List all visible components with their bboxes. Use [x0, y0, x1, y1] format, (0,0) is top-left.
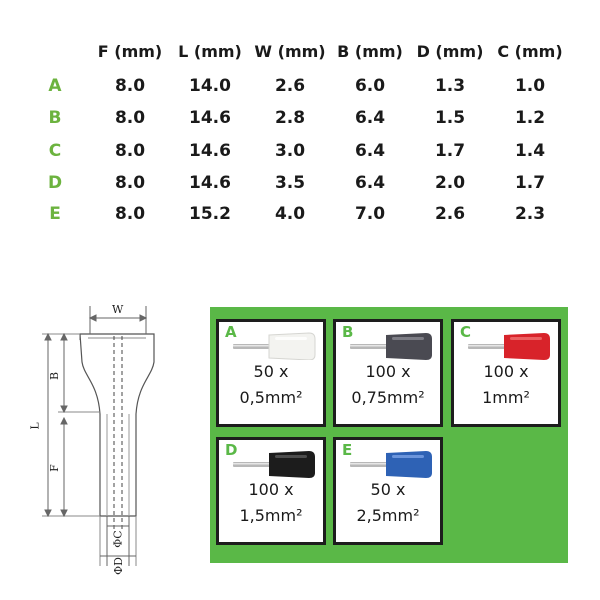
dim-label-d: ΦD: [111, 557, 125, 575]
table-cell: 1.0: [514, 76, 546, 96]
table-cell: 6.0: [354, 76, 386, 96]
table-cell: 3.5: [274, 173, 306, 193]
dim-label-b: B: [48, 371, 62, 381]
dim-label-c: ΦC: [111, 530, 125, 548]
table-cell: 4.0: [274, 204, 306, 224]
table-cell: 6.4: [354, 173, 386, 193]
blue-ferrule-icon: [350, 451, 432, 478]
table-cell: 8.0: [114, 141, 146, 161]
table-cell: 2.8: [274, 108, 306, 128]
table-cell: 3.0: [274, 141, 306, 161]
product-letter: D: [225, 441, 238, 459]
table-cell: 2.0: [434, 173, 466, 193]
header-b: B (mm): [337, 42, 403, 61]
product-size: 0,5mm²: [239, 388, 303, 407]
table-cell: 8.0: [114, 204, 146, 224]
table-cell: 2.6: [434, 204, 466, 224]
spec-table: F (mm) L (mm) W (mm) B (mm) D (mm) C (mm…: [0, 0, 600, 240]
table-cell: 1.5: [434, 108, 466, 128]
table-cell: 6.4: [354, 108, 386, 128]
table-cell: 8.0: [114, 108, 146, 128]
product-quantity: 100 x: [248, 480, 294, 499]
product-letter: B: [342, 323, 354, 341]
table-cell: 1.3: [434, 76, 466, 96]
product-size: 2,5mm²: [356, 506, 420, 525]
table-cell: 6.4: [354, 141, 386, 161]
product-size: 1mm²: [482, 388, 530, 407]
table-cell: 14.6: [189, 173, 231, 193]
white-ferrule-icon: [233, 332, 316, 360]
product-tile-b: B 100 x 0,75mm²: [333, 319, 443, 427]
ferrule-dimension-drawing: W L B F ΦC ΦD: [28, 294, 188, 584]
product-quantity: 50 x: [370, 480, 406, 499]
table-cell: 1.2: [514, 108, 546, 128]
product-quantity: 100 x: [365, 362, 411, 381]
row-label: D: [47, 173, 63, 193]
dim-label-f: F: [47, 464, 61, 472]
black-ferrule-icon: [233, 451, 315, 478]
grey-ferrule-icon: [350, 333, 432, 360]
product-letter: A: [225, 323, 237, 341]
table-cell: 14.6: [189, 141, 231, 161]
product-letter: E: [342, 441, 353, 459]
product-tile-a: A 50 x 0,5mm²: [216, 319, 326, 427]
dim-label-l: L: [28, 422, 42, 430]
product-quantity: 100 x: [483, 362, 529, 381]
product-letter: C: [460, 323, 472, 341]
table-cell: 14.6: [189, 108, 231, 128]
header-d: D (mm): [416, 42, 484, 61]
product-tile-e: E 50 x 2,5mm²: [333, 437, 443, 545]
product-tile-c: C 100 x 1mm²: [451, 319, 561, 427]
row-label: A: [48, 76, 62, 96]
product-tile-d: D 100 x 1,5mm²: [216, 437, 326, 545]
row-label: C: [48, 141, 62, 161]
product-size: 0,75mm²: [351, 388, 425, 407]
header-l: L (mm): [178, 42, 242, 61]
row-label: E: [49, 204, 61, 224]
product-size: 1,5mm²: [239, 506, 303, 525]
table-cell: 8.0: [114, 173, 146, 193]
header-c: C (mm): [497, 42, 563, 61]
table-cell: 14.0: [189, 76, 231, 96]
table-cell: 15.2: [189, 204, 231, 224]
table-cell: 8.0: [114, 76, 146, 96]
dim-label-w: W: [112, 303, 124, 316]
table-cell: 2.3: [514, 204, 546, 224]
header-f: F (mm): [97, 42, 163, 61]
table-cell: 2.6: [274, 76, 306, 96]
product-panel: A 50 x 0,5mm² B 100 x 0,75mm² C 100 x: [210, 307, 568, 563]
product-quantity: 50 x: [253, 362, 289, 381]
header-w: W (mm): [254, 42, 326, 61]
table-cell: 1.7: [434, 141, 466, 161]
table-cell: 7.0: [354, 204, 386, 224]
row-label: B: [48, 108, 62, 128]
table-cell: 1.4: [514, 141, 546, 161]
red-ferrule-icon: [468, 333, 550, 360]
table-cell: 1.7: [514, 173, 546, 193]
ferrule-outline-diagram: [42, 306, 155, 566]
